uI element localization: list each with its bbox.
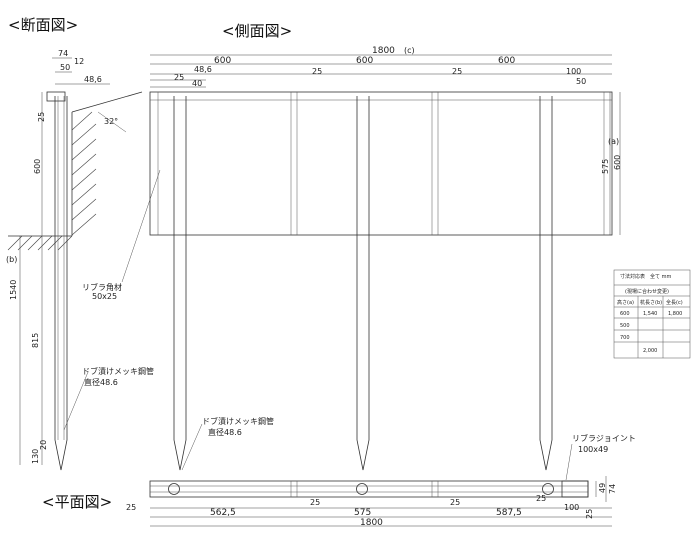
section-view-title: <断面図> <box>8 16 78 34</box>
side-pile-left <box>173 96 187 471</box>
table-cell: 600 <box>620 311 630 317</box>
dim-100-side: 100 <box>566 67 581 76</box>
leader-pipe-2 <box>181 423 203 471</box>
dim-12: 12 <box>74 57 84 66</box>
dim-seg-600-2: 600 <box>356 56 373 66</box>
dim-plan-left-25: 25 <box>126 503 136 512</box>
dim-25-side-left: 25 <box>174 73 184 82</box>
dim-1540: 1540 <box>9 280 18 300</box>
plan-joint-1 <box>290 480 298 498</box>
table-cell: 500 <box>620 323 630 329</box>
dim-40-side: 40 <box>192 79 202 88</box>
section-pile <box>54 96 68 471</box>
label-lumber-size: 50x25 <box>92 292 117 301</box>
table-header-height: 高さ(a) <box>617 299 634 306</box>
dim-48-6: 48,6 <box>84 75 102 84</box>
section-lumber <box>46 91 66 102</box>
angle-arc <box>97 111 127 133</box>
leader-pipe-1 <box>63 371 89 431</box>
dim-plan-25-c: 25 <box>536 494 546 503</box>
dim-130: 130 <box>31 449 40 464</box>
dimension-table: 寸法対応表 全て mm (現場に合わせ変更) 高さ(a) 杭長さ(b) 全長(c… <box>613 269 691 359</box>
dim-plan-25-a: 25 <box>310 498 320 507</box>
table-header-pile: 杭長さ(b) <box>640 299 662 306</box>
table-header-total: 全長(c) <box>666 299 683 306</box>
side-panel <box>149 91 613 236</box>
dim-25: 25 <box>37 112 46 122</box>
dim-plan-74: 74 <box>608 484 617 494</box>
slope-line <box>71 91 143 113</box>
dim-48-6-side: 48,6 <box>194 65 212 74</box>
dim-25-side-a: 25 <box>312 67 322 76</box>
dim-plan-587-5: 587,5 <box>496 508 522 518</box>
dim-seg-600-1: 600 <box>214 56 231 66</box>
dim-575-side: 575 <box>601 159 610 174</box>
leader-lumber <box>121 169 161 283</box>
dim-plan-49: 49 <box>598 483 607 493</box>
table-cell: 1,800 <box>668 311 682 317</box>
dim-20: 20 <box>39 440 48 450</box>
ground-hatching <box>7 111 97 251</box>
dim-plan-25-b: 25 <box>450 498 460 507</box>
dim-angle: 32° <box>104 117 118 126</box>
plan-view: 25 562,5 25 575 25 587,5 25 100 25 1800 … <box>126 476 617 528</box>
side-view-title: <側面図> <box>222 22 292 40</box>
joint-post-1 <box>290 91 298 236</box>
annotations: リブラ角材 50x25 ドブ漬けメッキ鋼管 直径48.6 ドブ漬けメッキ鋼管 直… <box>63 169 636 481</box>
dim-50: 50 <box>60 63 70 72</box>
joint-post-2 <box>431 91 439 236</box>
side-view: 1800 (c) 600 600 600 48,6 25 25 100 25 4… <box>149 46 622 471</box>
table-cell: 2,000 <box>643 348 657 354</box>
dim-a-label: (a) <box>608 137 619 146</box>
plan-pile-left <box>168 483 180 495</box>
dim-seg-600-3: 600 <box>498 56 515 66</box>
dim-total-1800: 1800 <box>372 46 395 56</box>
dim-c-label: (c) <box>404 46 415 55</box>
dim-815: 815 <box>31 333 40 348</box>
label-joint-name: リブラジョイント <box>572 433 636 443</box>
dim-plan-562-5: 562,5 <box>210 508 236 518</box>
dim-plan-right-25: 25 <box>585 509 594 519</box>
table-subtitle: (現場に合わせ変更) <box>625 288 669 295</box>
label-pipe2-size: 直径48.6 <box>208 427 242 437</box>
dim-plan-575: 575 <box>354 508 371 518</box>
table-title: 寸法対応表 全て mm <box>620 273 671 280</box>
dim-b-label: (b) <box>6 255 17 264</box>
side-pile-center <box>356 96 370 471</box>
dim-plan-total-1800: 1800 <box>360 518 383 528</box>
plan-panel <box>149 480 589 498</box>
plan-joint-2 <box>431 480 439 498</box>
label-pipe1-name: ドブ漬けメッキ鋼管 <box>82 366 154 376</box>
plan-joint-end <box>561 480 589 498</box>
dim-600-side: 600 <box>613 155 622 170</box>
label-lumber-name: リブラ角材 <box>82 282 122 292</box>
leader-joint <box>565 443 573 481</box>
dim-plan-100: 100 <box>564 503 579 512</box>
plan-view-title: <平面図> <box>42 493 112 511</box>
dim-600: 600 <box>33 159 42 174</box>
plan-pile-right <box>542 483 554 495</box>
dim-74: 74 <box>58 49 68 58</box>
label-joint-size: 100x49 <box>578 445 608 454</box>
side-pile-right <box>539 96 553 471</box>
label-pipe1-size: 直径48.6 <box>84 377 118 387</box>
label-pipe2-name: ドブ漬けメッキ鋼管 <box>202 416 274 426</box>
table-cell: 700 <box>620 335 630 341</box>
plan-pile-center <box>356 483 368 495</box>
table-cell: 1,540 <box>643 311 657 317</box>
section-view: 32° 74 12 50 48,6 25 600 (b) 1540 815 13… <box>6 49 143 471</box>
dim-25-side-b: 25 <box>452 67 462 76</box>
dim-50-side: 50 <box>576 77 586 86</box>
